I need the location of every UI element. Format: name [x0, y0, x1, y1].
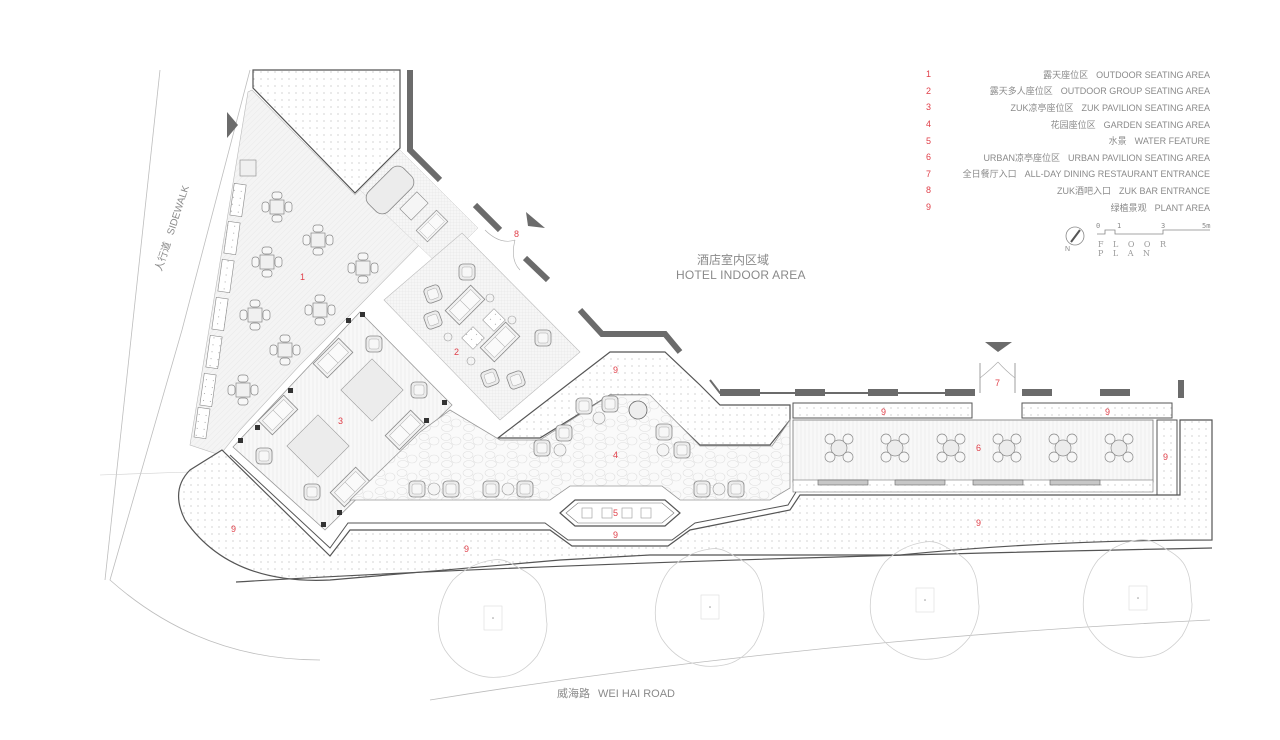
- floor-plan-title: FLOOR PLAN: [1098, 240, 1176, 258]
- scale-tick: 5m: [1202, 222, 1211, 230]
- road-label-cn: 威海路: [557, 688, 590, 700]
- hotel-indoor-label-cn: 酒店室内区域: [697, 253, 770, 267]
- area-2-surface: [383, 232, 581, 421]
- plant-label: 9: [464, 544, 470, 554]
- area-7-label: 7: [995, 378, 1001, 388]
- planter-top: [252, 69, 401, 194]
- entrance-arrow-dining: [985, 342, 1012, 352]
- area-3-label: 3: [338, 416, 344, 426]
- sidewalk-edge: [109, 69, 321, 661]
- scale-bar: N 0 1 3 5m FLOOR PLAN: [1062, 222, 1212, 258]
- area-8-label: 8: [514, 229, 520, 239]
- road-edge: [429, 619, 1211, 701]
- plant-label: 9: [881, 407, 887, 417]
- area-4-label: 4: [613, 450, 619, 460]
- scale-tick: 3: [1161, 222, 1166, 230]
- area-2-label: 2: [454, 347, 460, 357]
- road-label-en: WEI HAI ROAD: [598, 688, 676, 700]
- north-label: N: [1065, 246, 1071, 253]
- road-label: 威海路 WEI HAI ROAD: [557, 685, 683, 701]
- plant-label: 9: [613, 365, 619, 375]
- area-5-label: 5: [613, 508, 619, 518]
- plant-label: 9: [1105, 407, 1111, 417]
- area-3-surface: [232, 311, 453, 531]
- entrance-arrow-zuk: [526, 212, 545, 228]
- area-6-surface: [792, 419, 1154, 483]
- plant-label: 9: [1163, 452, 1169, 462]
- scale-tick: 0: [1096, 222, 1101, 230]
- entrance-arrow-west: [227, 112, 238, 138]
- plant-label: 9: [231, 524, 237, 534]
- plant-label: 9: [976, 518, 982, 528]
- area-6-label: 6: [976, 443, 982, 453]
- plant-label: 9: [613, 530, 619, 540]
- area-1-label: 1: [300, 272, 306, 282]
- scale-tick: 1: [1117, 222, 1122, 230]
- hotel-indoor-label-en: HOTEL INDOOR AREA: [676, 268, 806, 282]
